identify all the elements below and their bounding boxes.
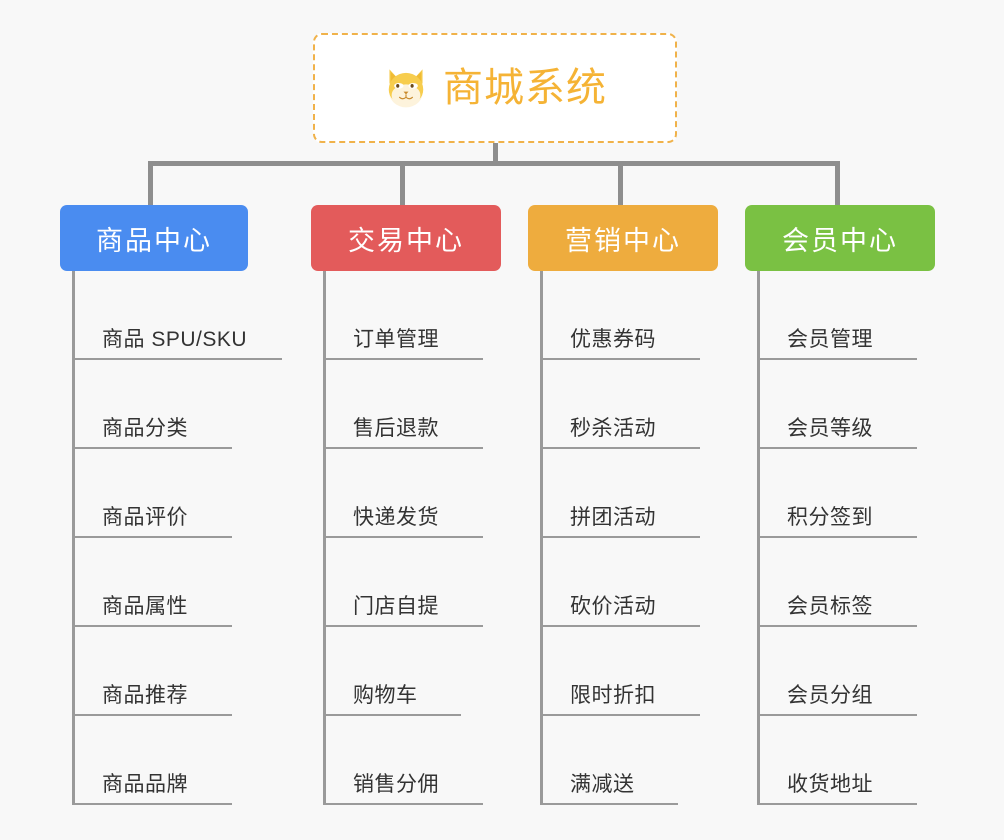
leaf-spine-1 <box>72 271 75 805</box>
connector-drop-3 <box>618 161 623 208</box>
connector-root-stem <box>493 143 498 164</box>
leaf-item[interactable]: 商品评价 <box>72 449 280 538</box>
root-title: 商城系统 <box>443 66 607 110</box>
leaf-spine-3 <box>540 271 543 805</box>
leaf-underline <box>323 447 483 449</box>
column-2: 交易中心 订单管理 售后退款 快递发货 门店自提 购物车 <box>311 205 531 805</box>
leaf-label: 商品推荐 <box>102 684 188 707</box>
leaf-label: 会员等级 <box>787 417 873 440</box>
leaf-item[interactable]: 砍价活动 <box>540 538 748 627</box>
leaf-item[interactable]: 会员管理 <box>757 271 965 360</box>
leaf-underline <box>757 625 917 627</box>
leaf-underline <box>540 447 700 449</box>
leaf-underline <box>540 358 700 360</box>
leaf-item[interactable]: 优惠券码 <box>540 271 748 360</box>
leaf-item[interactable]: 会员分组 <box>757 627 965 716</box>
leaf-list-3: 优惠券码 秒杀活动 拼团活动 砍价活动 限时折扣 满减送 <box>528 271 748 805</box>
root-node[interactable]: 商城系统 <box>313 33 677 143</box>
leaf-label: 销售分佣 <box>353 773 439 796</box>
column-1: 商品中心 商品 SPU/SKU 商品分类 商品评价 商品属性 商品推荐 <box>60 205 282 805</box>
leaf-underline <box>757 714 917 716</box>
leaf-item[interactable]: 会员等级 <box>757 360 965 449</box>
leaf-item[interactable]: 商品分类 <box>72 360 280 449</box>
connector-drop-2 <box>400 161 405 208</box>
leaf-underline <box>540 536 700 538</box>
category-box-3[interactable]: 营销中心 <box>528 205 718 271</box>
leaf-list-1: 商品 SPU/SKU 商品分类 商品评价 商品属性 商品推荐 商品品牌 <box>60 271 282 805</box>
leaf-item[interactable]: 商品 SPU/SKU <box>72 271 282 360</box>
leaf-item[interactable]: 秒杀活动 <box>540 360 748 449</box>
leaf-label: 拼团活动 <box>570 506 656 529</box>
leaf-item[interactable]: 限时折扣 <box>540 627 748 716</box>
leaf-item[interactable]: 收货地址 <box>757 716 965 805</box>
column-4: 会员中心 会员管理 会员等级 积分签到 会员标签 会员分组 <box>745 205 965 805</box>
leaf-label: 售后退款 <box>353 417 439 440</box>
leaf-label: 砍价活动 <box>570 595 656 618</box>
leaf-underline <box>72 447 232 449</box>
leaf-label: 订单管理 <box>353 328 439 351</box>
category-box-4[interactable]: 会员中心 <box>745 205 935 271</box>
leaf-underline <box>323 625 483 627</box>
leaf-underline <box>323 536 483 538</box>
leaf-underline <box>757 536 917 538</box>
leaf-underline <box>72 714 232 716</box>
connector-horizontal-bus <box>148 161 840 166</box>
leaf-label: 商品属性 <box>102 595 188 618</box>
leaf-item[interactable]: 售后退款 <box>323 360 531 449</box>
leaf-item[interactable]: 商品推荐 <box>72 627 280 716</box>
leaf-label: 优惠券码 <box>570 328 656 351</box>
leaf-label: 商品分类 <box>102 417 188 440</box>
leaf-label: 商品品牌 <box>102 773 188 796</box>
leaf-item[interactable]: 会员标签 <box>757 538 965 627</box>
leaf-label: 商品评价 <box>102 506 188 529</box>
connector-drop-1 <box>148 161 153 208</box>
leaf-underline <box>72 536 232 538</box>
leaf-list-4: 会员管理 会员等级 积分签到 会员标签 会员分组 收货地址 <box>745 271 965 805</box>
leaf-underline <box>540 625 700 627</box>
leaf-item[interactable]: 商品属性 <box>72 538 280 627</box>
leaf-underline <box>323 358 483 360</box>
leaf-label: 会员标签 <box>787 595 873 618</box>
leaf-item[interactable]: 满减送 <box>540 716 748 805</box>
leaf-underline <box>757 358 917 360</box>
leaf-item[interactable]: 门店自提 <box>323 538 531 627</box>
leaf-label: 会员管理 <box>787 328 873 351</box>
leaf-spine-4 <box>757 271 760 805</box>
category-box-1[interactable]: 商品中心 <box>60 205 248 271</box>
connector-drop-4 <box>835 161 840 208</box>
leaf-underline <box>72 803 232 805</box>
leaf-item[interactable]: 订单管理 <box>323 271 531 360</box>
leaf-item[interactable]: 积分签到 <box>757 449 965 538</box>
leaf-label: 满减送 <box>570 773 635 796</box>
leaf-label: 限时折扣 <box>570 684 656 707</box>
leaf-underline <box>757 447 917 449</box>
leaf-label: 积分签到 <box>787 506 873 529</box>
shiba-inu-icon <box>388 69 424 108</box>
leaf-underline <box>72 625 232 627</box>
leaf-item[interactable]: 销售分佣 <box>323 716 531 805</box>
category-box-2[interactable]: 交易中心 <box>311 205 501 271</box>
leaf-underline <box>757 803 917 805</box>
leaf-underline <box>72 358 282 360</box>
leaf-spine-2 <box>323 271 326 805</box>
leaf-label: 收货地址 <box>787 773 873 796</box>
leaf-label: 快递发货 <box>353 506 439 529</box>
leaf-underline <box>540 803 678 805</box>
leaf-item[interactable]: 商品品牌 <box>72 716 280 805</box>
leaf-underline <box>323 803 483 805</box>
leaf-label: 秒杀活动 <box>570 417 656 440</box>
leaf-item[interactable]: 快递发货 <box>323 449 531 538</box>
leaf-underline <box>540 714 700 716</box>
leaf-label: 购物车 <box>353 684 418 707</box>
leaf-list-2: 订单管理 售后退款 快递发货 门店自提 购物车 销售分佣 <box>311 271 531 805</box>
leaf-item[interactable]: 拼团活动 <box>540 449 748 538</box>
leaf-label: 商品 SPU/SKU <box>102 328 248 351</box>
leaf-label: 会员分组 <box>787 684 873 707</box>
leaf-underline <box>323 714 461 716</box>
leaf-item[interactable]: 购物车 <box>323 627 531 716</box>
leaf-label: 门店自提 <box>353 595 439 618</box>
column-3: 营销中心 优惠券码 秒杀活动 拼团活动 砍价活动 限时折扣 <box>528 205 748 805</box>
